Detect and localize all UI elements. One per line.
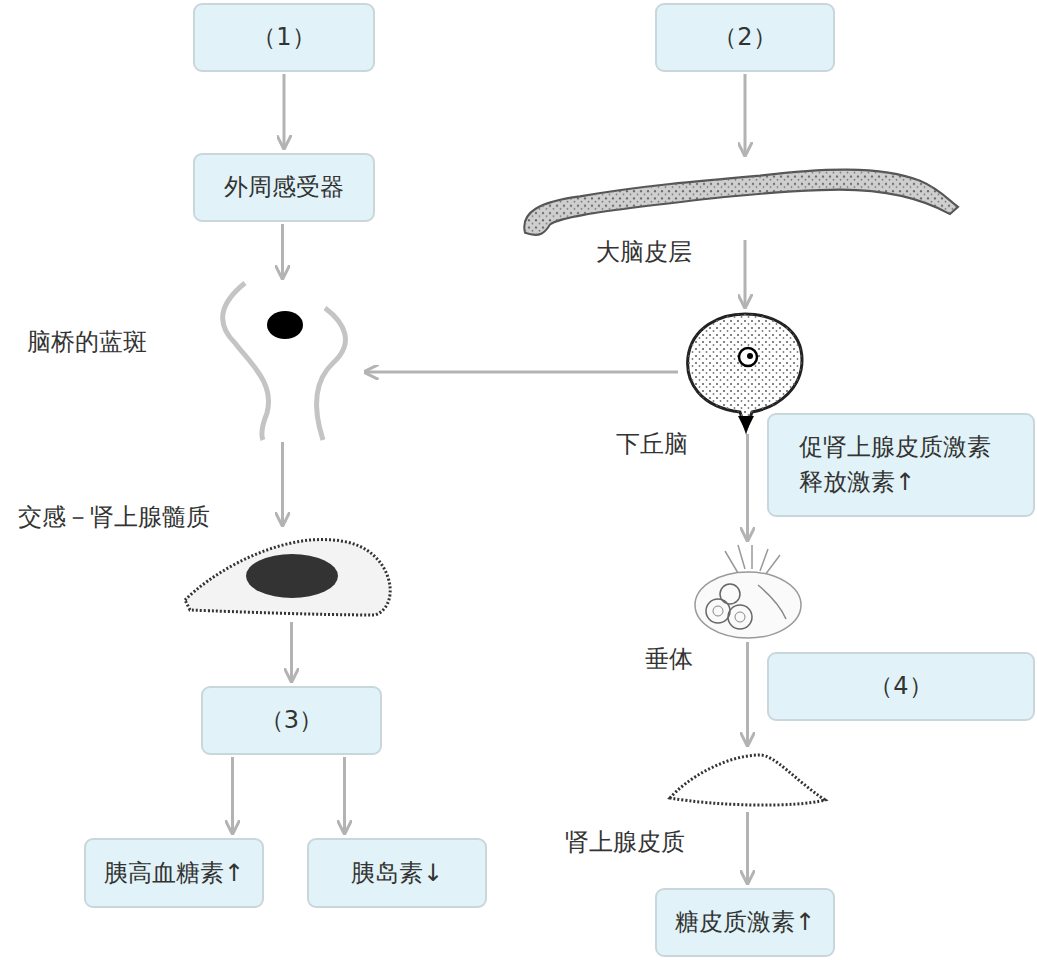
flow-arrow <box>744 240 747 307</box>
flow-arrow <box>231 757 234 833</box>
structure-label: 下丘脑 <box>616 430 688 459</box>
box-text: 外周感受器 <box>224 170 344 205</box>
figure-stroke <box>728 605 752 629</box>
figure-stroke <box>524 170 958 235</box>
figure-stroke <box>185 540 390 615</box>
anatomy-figure: 肾上腺皮质 <box>665 750 830 810</box>
box-text: （4） <box>869 669 932 704</box>
flow-arrow <box>744 74 747 155</box>
flow-arrow <box>343 757 346 833</box>
anatomy-outline <box>690 545 805 640</box>
process-box: 胰岛素↓ <box>307 838 487 908</box>
flow-arrow <box>746 812 749 883</box>
process-box: （4） <box>767 652 1035 721</box>
figure-stroke <box>735 612 745 622</box>
box-text: 糖皮质激素↑ <box>675 905 815 940</box>
figure-stroke <box>524 170 958 235</box>
process-box: 胰高血糖素↑ <box>84 838 264 908</box>
process-box: （1） <box>193 3 375 72</box>
box-text: （1） <box>252 20 315 55</box>
structure-label: 肾上腺皮质 <box>565 828 685 857</box>
process-box: 外周感受器 <box>193 153 375 222</box>
process-box: （2） <box>655 3 835 72</box>
process-box: （3） <box>201 686 382 755</box>
box-text: 胰岛素↓ <box>351 856 443 891</box>
flow-arrow <box>746 434 749 540</box>
figure-stroke <box>758 585 786 619</box>
anatomy-outline <box>180 530 395 620</box>
flow-arrow <box>290 622 293 681</box>
figure-stroke <box>267 311 303 339</box>
box-text: （2） <box>713 20 776 55</box>
figure-stroke <box>713 606 723 616</box>
anatomy-outline <box>205 283 360 440</box>
anatomy-outline <box>520 160 960 238</box>
structure-label: 大脑皮层 <box>596 238 692 267</box>
process-box: 糖皮质激素↑ <box>655 888 835 957</box>
figure-stroke <box>246 554 338 598</box>
structure-label: 脑桥的蓝斑 <box>27 328 147 357</box>
anatomy-figure: 垂体 <box>690 545 805 640</box>
figure-stroke <box>747 353 753 359</box>
figure-stroke <box>725 545 780 575</box>
box-text: 胰高血糖素↑ <box>104 856 244 891</box>
flow-arrow <box>365 371 678 374</box>
structure-label: 垂体 <box>645 645 693 674</box>
structure-label: 交感－肾上腺髓质 <box>18 503 210 532</box>
figure-stroke <box>720 584 740 604</box>
figure-stroke <box>739 348 757 366</box>
flow-arrow <box>283 74 286 148</box>
figure-stroke <box>738 416 754 432</box>
flow-arrow <box>281 224 284 278</box>
figure-stroke <box>695 572 801 638</box>
figure-stroke <box>223 283 269 440</box>
figure-stroke <box>670 755 825 805</box>
anatomy-figure: 交感－肾上腺髓质 <box>180 530 395 620</box>
anatomy-outline <box>665 750 830 810</box>
process-box: 促肾上腺皮质激素释放激素↑ <box>767 413 1035 517</box>
flow-arrow <box>281 442 284 525</box>
anatomy-figure: 大脑皮层 <box>520 160 960 238</box>
box-text: 促肾上腺皮质激素释放激素↑ <box>799 430 1003 500</box>
figure-stroke <box>317 308 346 440</box>
flow-arrow <box>746 642 749 745</box>
box-text: （3） <box>260 703 323 738</box>
anatomy-figure: 脑桥的蓝斑 <box>205 283 360 440</box>
